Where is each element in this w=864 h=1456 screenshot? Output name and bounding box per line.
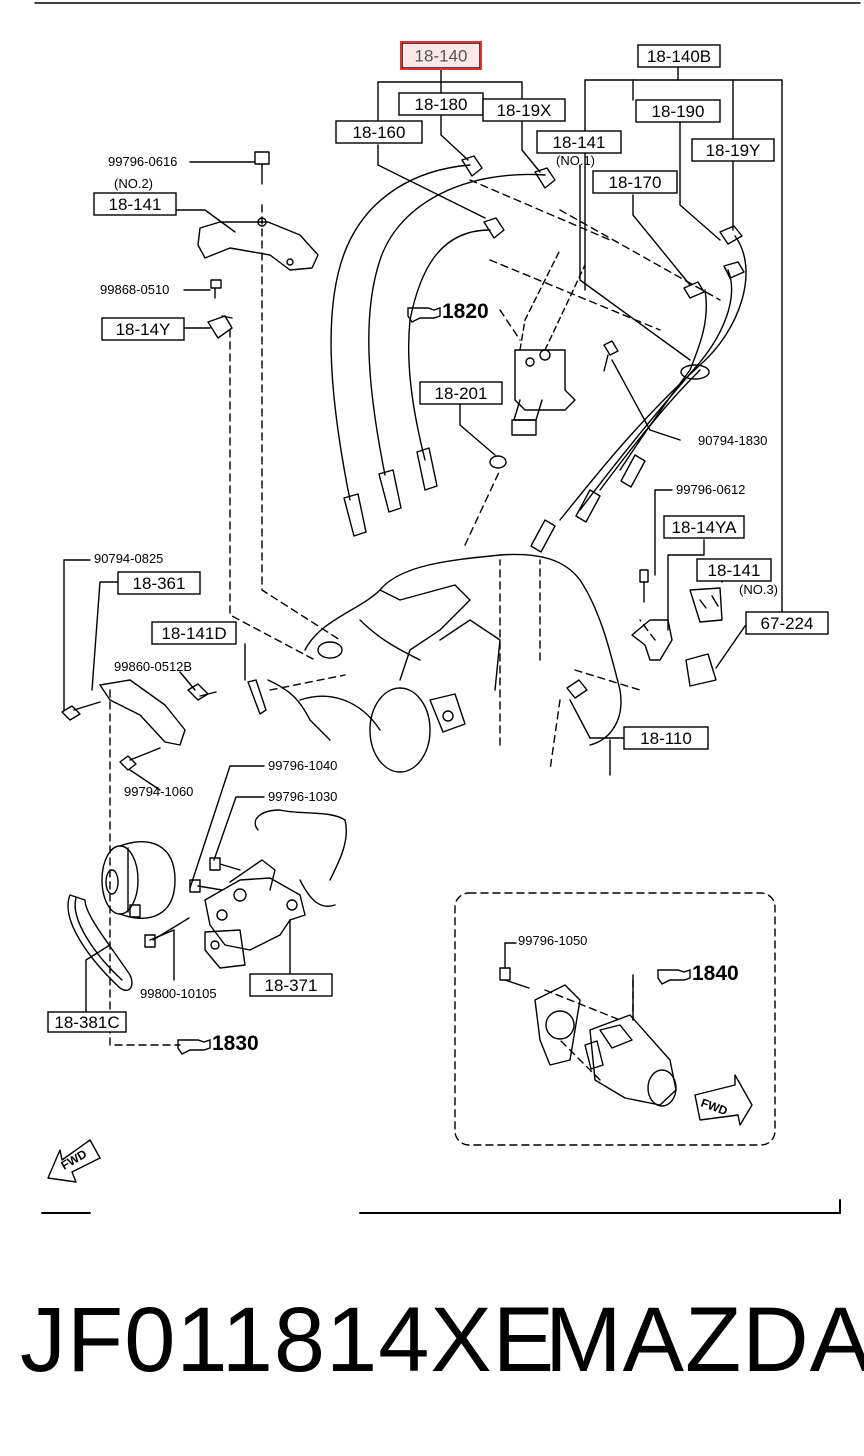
part-box-label: 18-14Y — [116, 320, 171, 339]
part-box-label: 18-201 — [435, 384, 488, 403]
part-box-18-110[interactable]: 18-110 — [623, 726, 709, 750]
part-box-18-19Y[interactable]: 18-19Y — [691, 138, 775, 162]
part-box-label: 67-224 — [761, 614, 814, 633]
part-box-18-160[interactable]: 18-160 — [335, 120, 423, 144]
part-box-frame — [335, 120, 423, 144]
part-box-frame — [635, 99, 721, 123]
part-number-caption: JF011814XE — [20, 1289, 556, 1391]
part-box-frame — [47, 1011, 127, 1033]
part-box-frame — [637, 44, 721, 68]
section-ref-label: 1830 — [212, 1032, 259, 1055]
part-box-18-141D[interactable]: 18-141D — [151, 621, 237, 645]
part-box-18-14Y[interactable]: 18-14Y — [101, 317, 185, 341]
part-number-p99868-0510: 99868-0510 — [100, 282, 169, 297]
part-box-18-19X[interactable]: 18-19X — [482, 98, 566, 122]
highlight-frame — [400, 41, 482, 70]
part-box-label: 18-19X — [497, 101, 552, 120]
part-number-p99796-0616: 99796-0616 — [108, 154, 177, 169]
part-box-18-141-no2[interactable]: 18-141 — [93, 192, 177, 216]
part-box-67-224[interactable]: 67-224 — [745, 611, 829, 635]
part-box-frame — [117, 571, 201, 595]
part-number-p99800-10105: 99800-10105 — [140, 986, 217, 1001]
section-ref-1840[interactable]: 1840 — [657, 962, 739, 985]
part-box-18-371[interactable]: 18-371 — [249, 973, 333, 997]
part-box-label: 18-14YA — [672, 518, 738, 537]
part-number-no1: (NO.1) — [556, 153, 595, 168]
part-box-frame — [745, 611, 829, 635]
part-box-frame — [623, 726, 709, 750]
part-box-frame — [249, 973, 333, 997]
part-box-label: 18-141D — [161, 624, 226, 643]
part-box-label: 18-361 — [133, 574, 186, 593]
part-box-frame — [482, 98, 566, 122]
part-box-label: 18-141 — [109, 195, 162, 214]
section-ref-1820[interactable]: 1820 — [407, 300, 489, 323]
part-box-frame — [696, 558, 772, 582]
part-number-p99796-1030: 99796-1030 — [268, 789, 337, 804]
part-box-frame — [419, 381, 503, 405]
part-number-p99796-1050: 99796-1050 — [518, 933, 587, 948]
part-box-18-201[interactable]: 18-201 — [419, 381, 503, 405]
part-box-label: 18-19Y — [706, 141, 761, 160]
part-box-frame — [536, 130, 622, 154]
part-box-label: 18-371 — [265, 976, 318, 995]
part-number-p99794-1060: 99794-1060 — [124, 784, 193, 799]
part-box-18-190[interactable]: 18-190 — [635, 99, 721, 123]
section-ref-label: 1820 — [442, 300, 489, 323]
section-ref-1830[interactable]: 1830 — [177, 1032, 259, 1055]
part-box-frame — [101, 317, 185, 341]
part-box-18-361[interactable]: 18-361 — [117, 571, 201, 595]
part-number-p99796-0612: 99796-0612 — [676, 482, 745, 497]
part-box-label: 18-160 — [353, 123, 406, 142]
part-box-18-170[interactable]: 18-170 — [592, 170, 678, 194]
part-box-label: 18-140 — [415, 47, 468, 66]
pointing-hand-icon — [177, 1039, 211, 1055]
part-box-18-14YA[interactable]: 18-14YA — [663, 515, 745, 539]
part-box-18-141-no3[interactable]: 18-141 — [696, 558, 772, 582]
part-box-label: 18-190 — [652, 102, 705, 121]
part-box-18-141-no1[interactable]: 18-141 — [536, 130, 622, 154]
part-box-frame — [93, 192, 177, 216]
fwd-label-right: FWD — [699, 1096, 730, 1119]
part-box-label: 18-110 — [640, 729, 692, 748]
part-box-18-381C[interactable]: 18-381C — [47, 1011, 127, 1033]
pointing-hand-icon — [657, 969, 691, 985]
part-box-18-140[interactable]: 18-140 — [400, 41, 482, 70]
part-box-frame — [151, 621, 237, 645]
section-ref-label: 1840 — [692, 962, 739, 985]
part-number-p99860-0512B: 99860-0512B — [114, 659, 192, 674]
fwd-label-left: FWD — [59, 1147, 90, 1173]
part-box-label: 18-141 — [553, 133, 606, 152]
brand-caption: MAZDA — [545, 1289, 864, 1391]
part-box-label: 18-170 — [609, 173, 662, 192]
part-number-no2: (NO.2) — [114, 176, 153, 191]
part-number-p99796-1040: 99796-1040 — [268, 758, 337, 773]
part-box-18-180[interactable]: 18-180 — [398, 92, 484, 116]
part-number-p90794-1830: 90794-1830 — [698, 433, 767, 448]
pointing-hand-icon — [407, 307, 441, 323]
part-number-p90794-0825: 90794-0825 — [94, 551, 163, 566]
part-box-label: 18-180 — [415, 95, 468, 114]
part-box-frame — [592, 170, 678, 194]
part-box-label: 18-140B — [647, 47, 711, 66]
caption: JF011814XE MAZDA — [0, 1285, 864, 1395]
part-box-label: 18-141 — [708, 561, 761, 580]
part-box-label: 18-381C — [54, 1013, 119, 1032]
part-box-frame — [691, 138, 775, 162]
part-box-frame — [663, 515, 745, 539]
part-box-18-140B[interactable]: 18-140B — [637, 44, 721, 68]
part-number-no3: (NO.3) — [739, 582, 778, 597]
